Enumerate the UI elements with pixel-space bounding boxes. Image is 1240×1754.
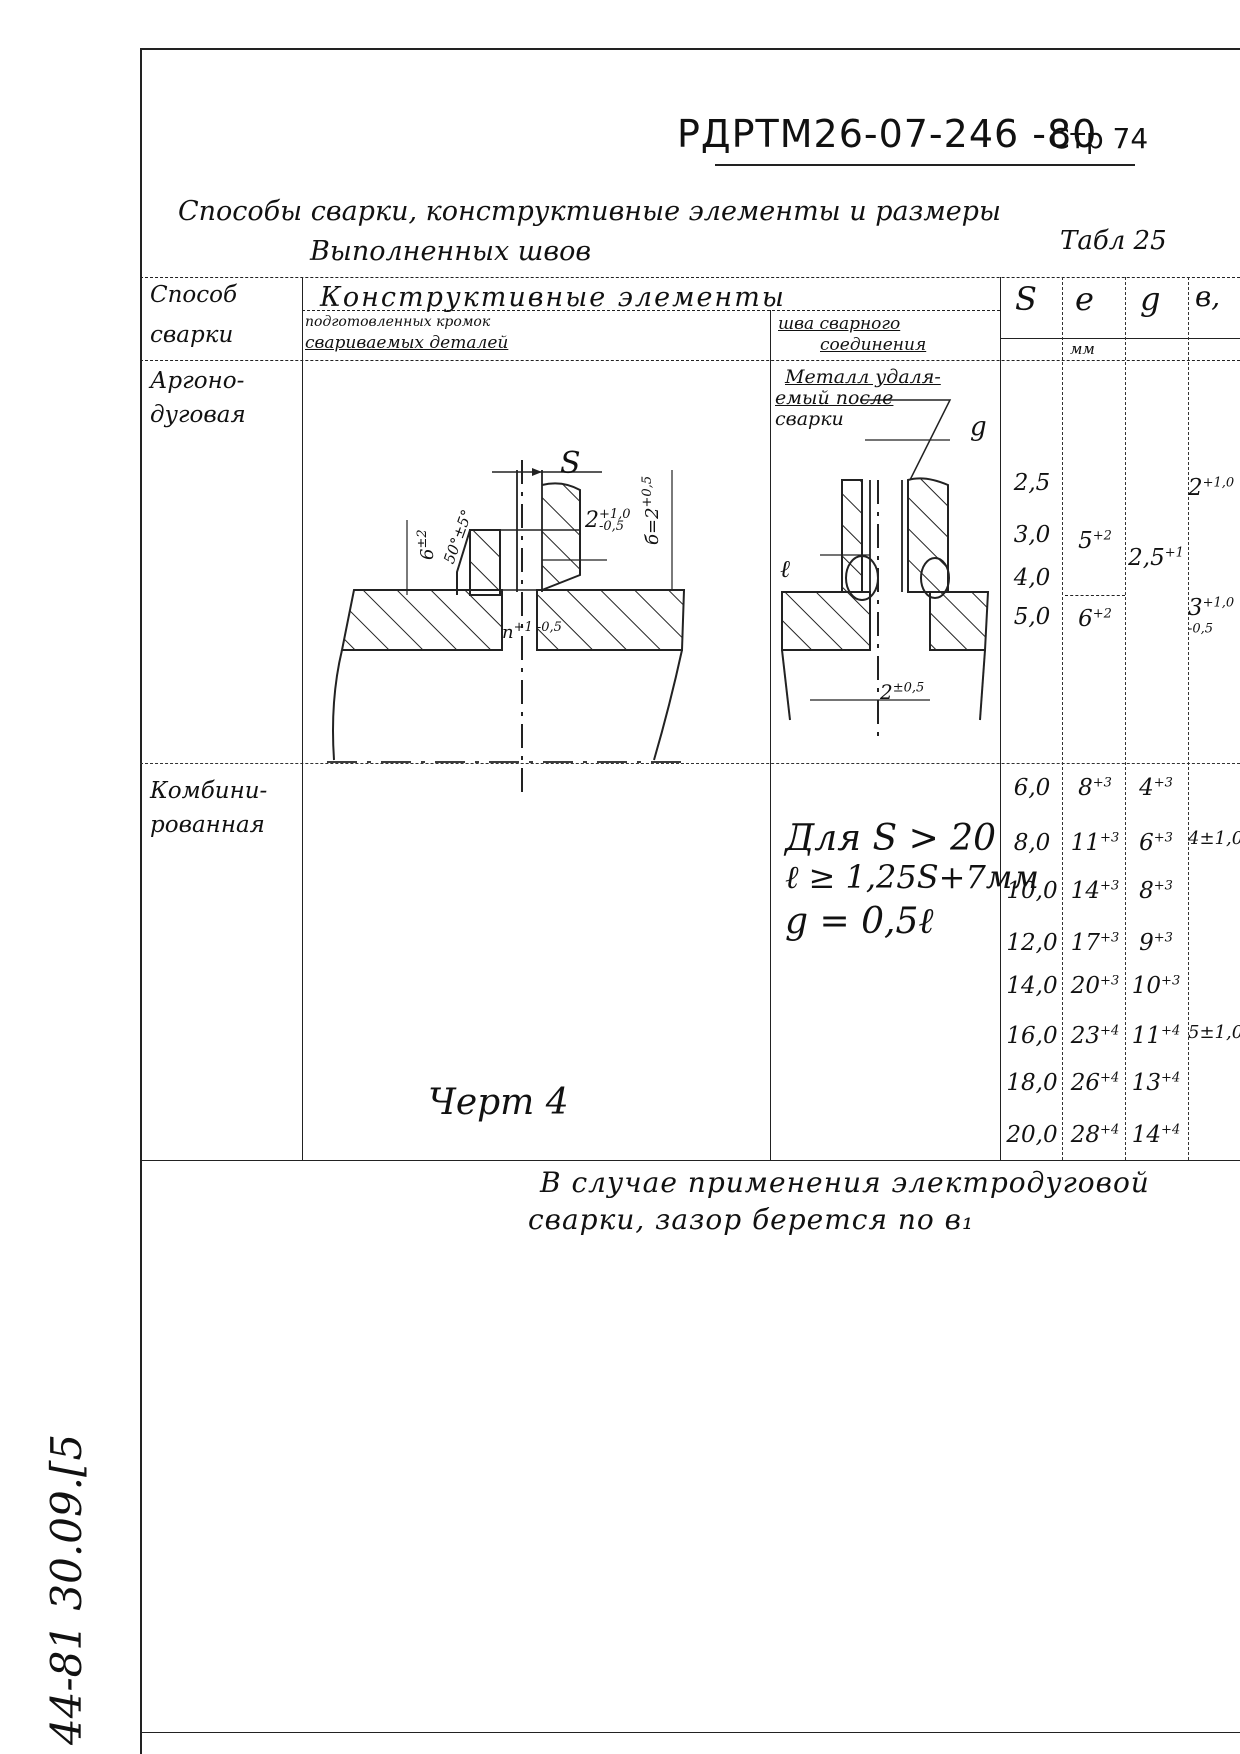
subheader-line [302,310,1000,311]
hdr-b: в, [1195,280,1221,313]
g-cell: 14+4 [1131,1122,1181,1148]
col-line-elements-end [1000,277,1001,1160]
formula-1: Для S > 20 [785,818,996,859]
seam-drawing [781,399,990,740]
dim-6: 6±2 [415,529,438,560]
s-cell: 3,0 [1013,522,1051,548]
hdr-s: S [1015,280,1037,318]
header-underline [715,164,1135,166]
g-cell: 4+3 [1139,775,1173,801]
edge-prep-drawing [327,460,686,800]
method-argon-1: Аргоно- [150,368,245,394]
s-cell: 10,0 [1006,878,1058,904]
g-cell: 8+3 [1139,878,1173,904]
g-cell: 6+3 [1139,830,1173,856]
metal-note-3: сварки [775,408,844,430]
b-cell: 4±1,0 [1188,828,1240,849]
s-cell: 18,0 [1006,1070,1058,1096]
table-header-bottom [140,360,1240,361]
metal-note-1: Металл удаля- [785,366,941,388]
e-cell: 17+3 [1070,930,1120,956]
s-cell: 6,0 [1013,775,1051,801]
hdr-prep-2: свариваемых деталей [305,333,509,353]
e-cell: 5+2 [1078,528,1112,554]
hdr-units: мм [1070,340,1095,358]
drawing-caption: Черт 4 [428,1082,569,1123]
e-cell: 11+3 [1070,830,1120,856]
method-comb-1: Комбини- [150,778,268,804]
col-line-g [1188,277,1189,1160]
page-frame [140,48,1240,1754]
method-argon-2: дуговая [150,402,246,428]
e-cell: 6+2 [1078,606,1112,632]
table-title-line2: Выполненных швов [310,236,592,267]
hdr-seam-2: соединения [820,335,927,355]
col-line-method [302,277,303,1160]
col-line-s [1062,277,1063,1160]
s-cell: 20,0 [1006,1122,1058,1148]
s-cell: 16,0 [1006,1023,1058,1049]
e-cell: 26+4 [1070,1070,1120,1096]
g-cell: 2,5+1 [1128,545,1184,571]
method-divider [140,763,1240,764]
s-cell: 8,0 [1013,830,1051,856]
dim-2: 2±0,5 [880,680,925,704]
note-line1: В случае применения электродуговой [540,1166,1150,1199]
g-cell: 10+3 [1131,973,1181,999]
hdr-elements: Конструктивные элементы [320,282,786,313]
table-top [140,277,1240,278]
hdr-g: g [1140,280,1161,318]
hdr-e: e [1075,280,1094,318]
b-cell: 5±1,0 [1188,1022,1240,1043]
e-cell: 20+3 [1070,973,1120,999]
table-bottom [140,1160,1240,1161]
g-cell: 9+3 [1139,930,1173,956]
e-cell: 14+3 [1070,878,1120,904]
s-cell: 12,0 [1006,930,1058,956]
note-line2: сварки, зазор берется по в₁ [528,1203,975,1236]
dim-n: n+1 -0,5 [502,620,562,643]
table-ref: Табл 25 [1060,226,1167,256]
col-line-e [1125,277,1126,1160]
s-cell: 4,0 [1013,565,1051,591]
doc-code: РДРТМ26-07-246 -80 [677,112,1098,156]
g-cell: 11+4 [1131,1023,1181,1049]
s-cell: 14,0 [1006,973,1058,999]
metal-note-2: емый после [775,387,894,409]
page-number: Стр 74 [1050,122,1149,155]
g-cell: 13+4 [1131,1070,1181,1096]
hdr-prep-1: подготовленных кромок [305,314,491,330]
dim-g: g [970,412,987,442]
hdr-seam-1: шва сварного [778,314,901,334]
e-divider [1065,595,1125,596]
formula-2: ℓ ≥ 1,25S+7мм [785,858,1039,896]
e-cell: 28+4 [1070,1122,1120,1148]
e-cell: 23+4 [1070,1023,1120,1049]
dim-l: ℓ [780,555,790,583]
hdr-method-2: сварки [150,322,234,348]
b-cell: 3+1,0 -0,5 [1188,595,1235,637]
method-comb-2: рованная [150,812,265,838]
hdr-method-1: Способ [150,282,238,308]
dim-gap: 2+1,0-0,5 [585,507,631,534]
s-cell: 2,5 [1013,470,1051,496]
margin-stamp: 44-81 30.09.[5 [42,1433,91,1745]
dim-s: S [560,446,581,481]
formula-3: g = 0,5ℓ [785,901,934,942]
col-line-prep [770,310,771,1160]
s-cell: 5,0 [1013,604,1051,630]
dim-b: б=2+0,5 [640,475,663,545]
e-cell: 8+3 [1078,775,1112,801]
table-title-line1: Способы сварки, конструктивные элементы … [178,196,1001,227]
frame-bottom [140,1732,1240,1733]
b-cell: 2+1,0 [1188,475,1235,501]
units-row-line [1000,338,1240,339]
